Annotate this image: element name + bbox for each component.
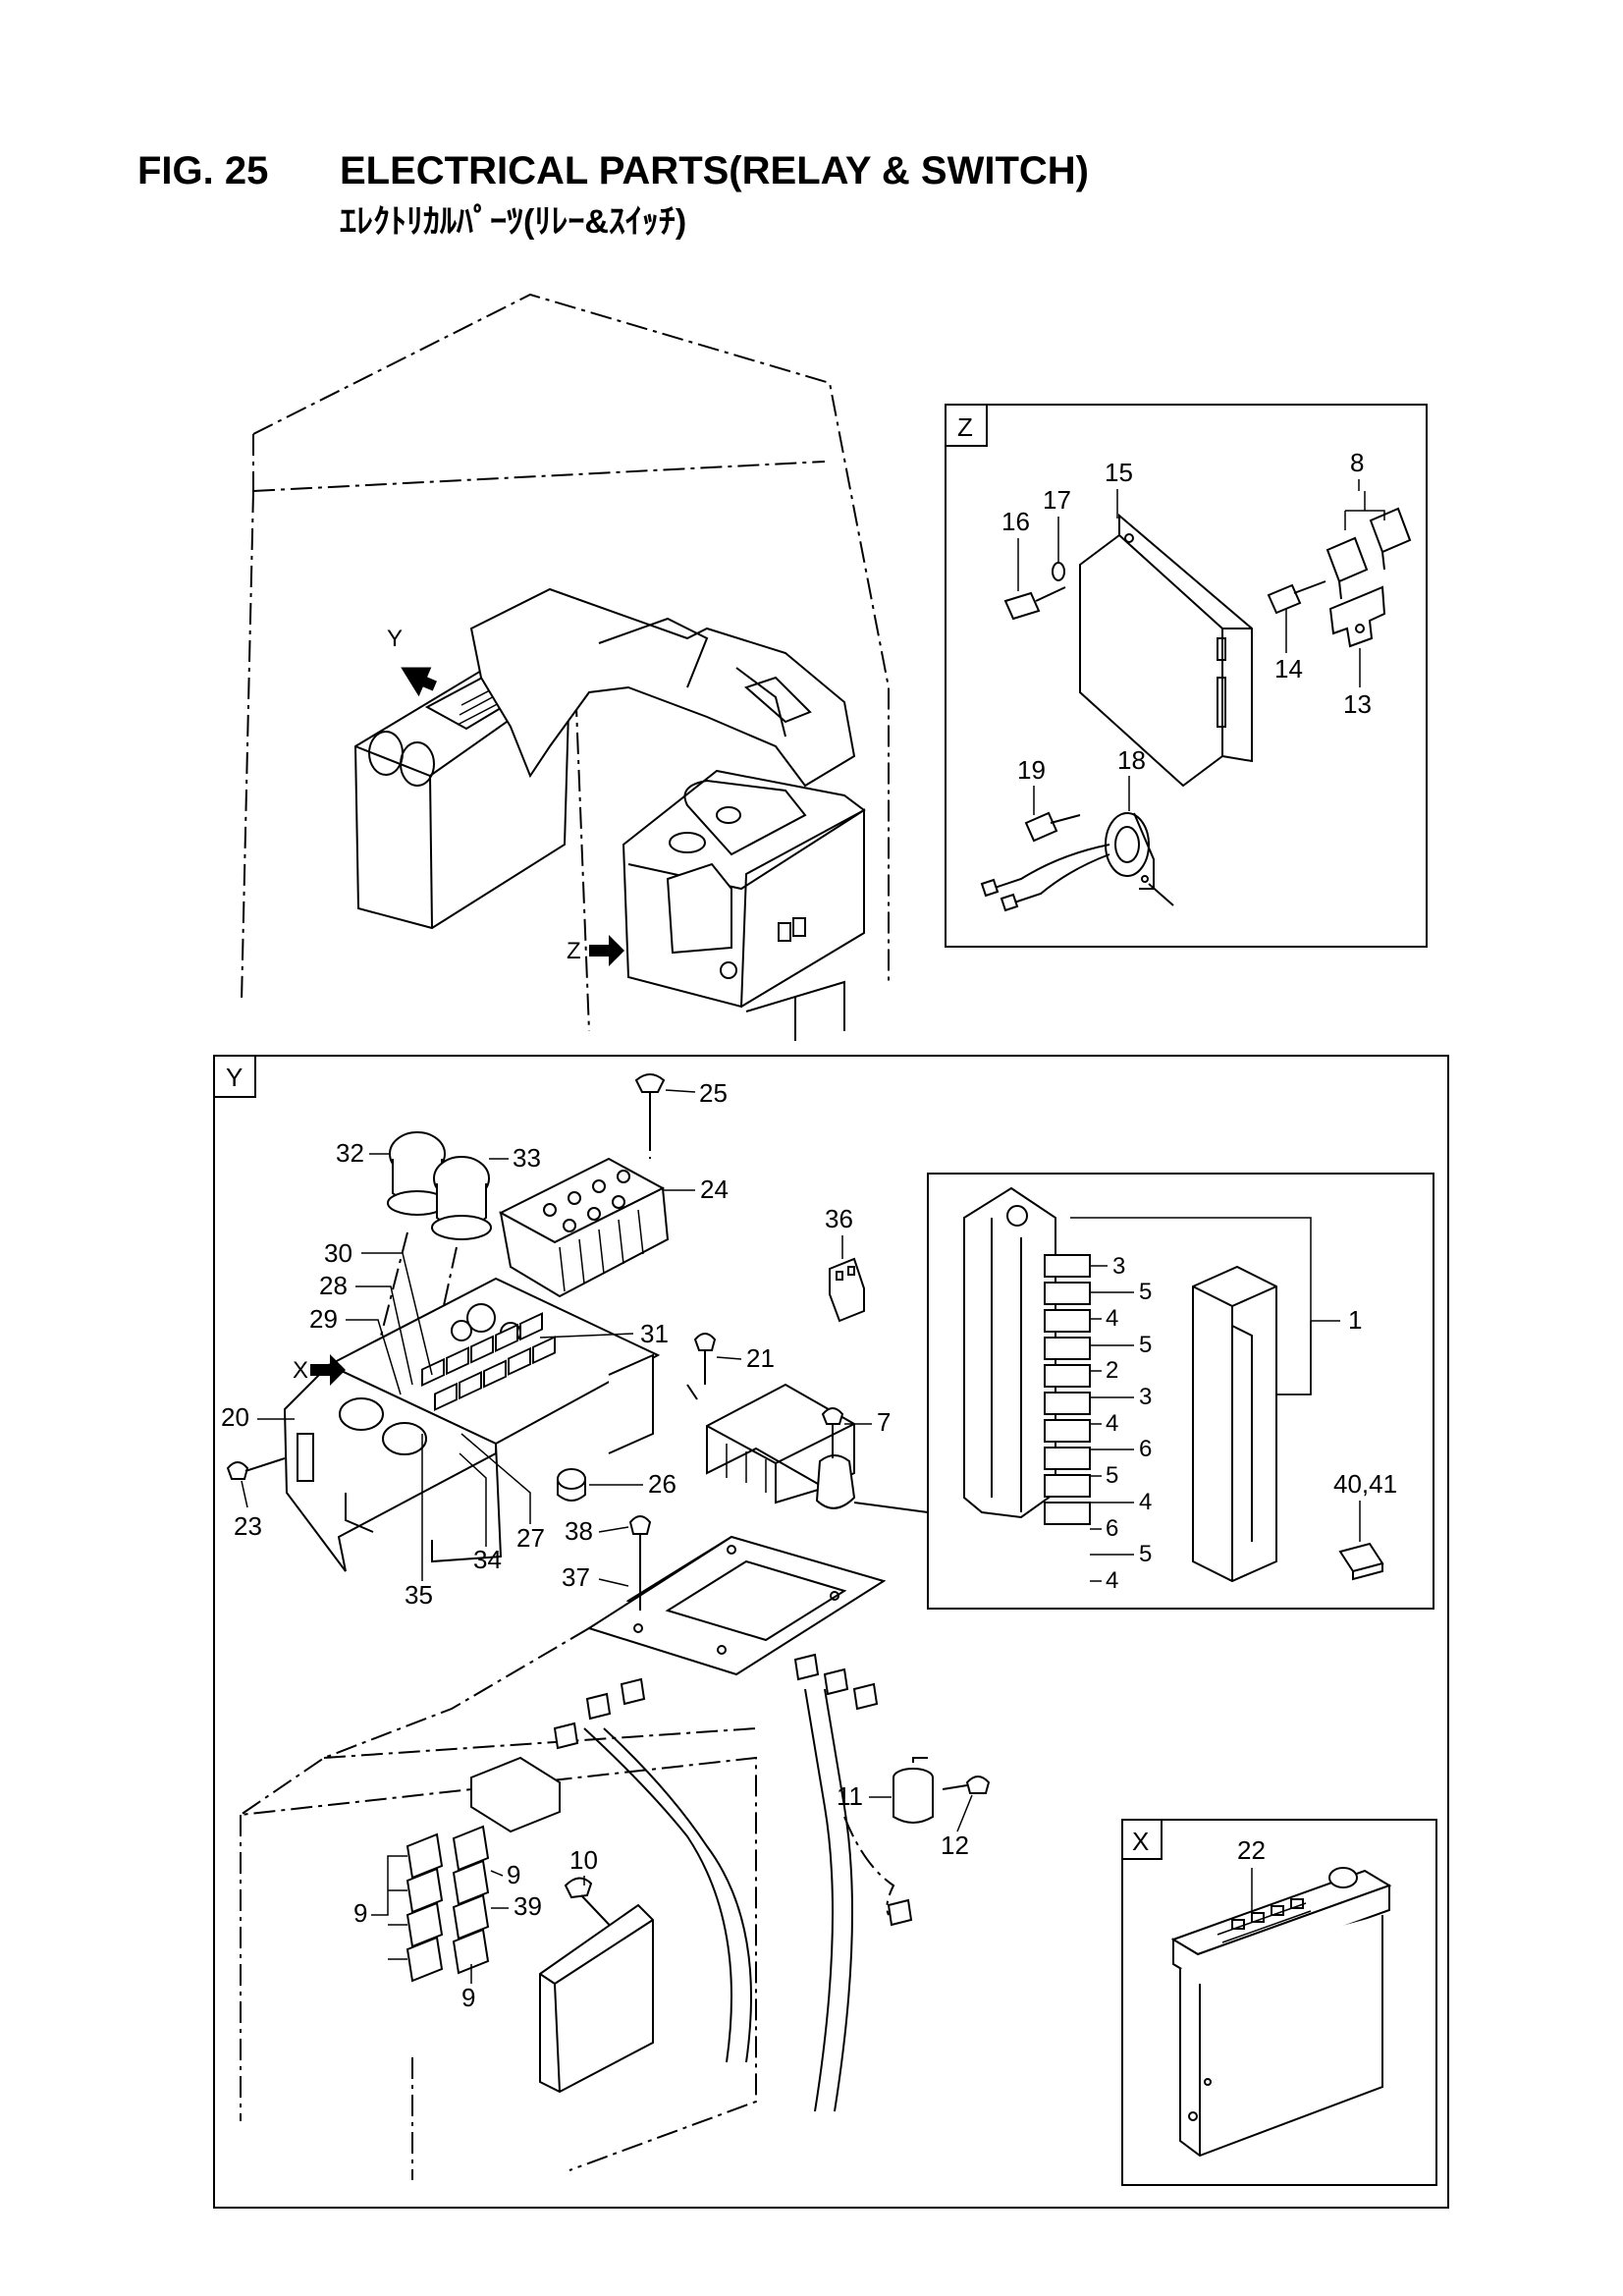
part-number-36: 36	[825, 1204, 853, 1233]
arrow-label-z: Z	[567, 938, 581, 964]
part-number-34: 34	[473, 1545, 502, 1574]
part-number-31: 31	[640, 1319, 669, 1348]
part-number-17: 17	[1043, 485, 1071, 515]
relay-switch-grid	[421, 1312, 556, 1411]
view-x-frame	[1121, 1819, 1437, 2186]
fuse-row	[1044, 1254, 1091, 1525]
view-z-frame	[945, 404, 1428, 948]
figure-title: ELECTRICAL PARTS(RELAY & SWITCH)	[340, 149, 1089, 192]
part-number-5: 5	[1106, 1462, 1118, 1489]
part-number-14: 14	[1274, 654, 1303, 683]
part-number-5: 5	[1139, 1332, 1152, 1358]
part-number-1: 1	[1348, 1305, 1362, 1335]
part-number-12: 12	[941, 1831, 969, 1860]
part-number-15: 15	[1105, 458, 1133, 487]
cab-overview: Y Z	[241, 293, 890, 1041]
part-number-4: 4	[1139, 1489, 1152, 1515]
part-number-35: 35	[405, 1580, 433, 1610]
part-number-2: 2	[1106, 1357, 1118, 1384]
part-number-5: 5	[1139, 1541, 1152, 1567]
part-number-9: 9	[507, 1860, 520, 1889]
view-y: Y	[213, 1055, 1449, 2209]
part-number-3: 3	[1139, 1384, 1152, 1410]
part-number-37: 37	[562, 1562, 590, 1592]
part-number-29: 29	[309, 1304, 338, 1334]
part-number-22: 22	[1237, 1835, 1266, 1865]
part-number-33: 33	[513, 1143, 541, 1173]
part-number-8: 8	[1350, 448, 1364, 477]
part-number-13: 13	[1343, 689, 1372, 719]
view-y-callouts: 25 32 33 24 36 30 28 29 31 21 20 7 23	[221, 1078, 973, 2012]
view-z: Z 15 16	[945, 404, 1428, 948]
part-number-39: 39	[514, 1891, 542, 1921]
part-number-28: 28	[319, 1271, 348, 1300]
view-z-label: Z	[957, 412, 973, 442]
part-number-3: 3	[1112, 1253, 1125, 1280]
part-number-27: 27	[516, 1523, 545, 1553]
part-number-32: 32	[336, 1138, 364, 1168]
part-number-6: 6	[1106, 1515, 1118, 1542]
figure-number: FIG. 25	[137, 149, 269, 192]
figure-title-japanese: ｴﾚｸﾄﾘｶﾙﾊﾟｰﾂ(ﾘﾚｰ&ｽｲｯﾁ)	[340, 203, 687, 241]
part-number-10: 10	[569, 1845, 598, 1875]
relay-bank	[406, 1825, 490, 1983]
part-number-11: 11	[837, 1781, 863, 1811]
part-number-4: 4	[1106, 1410, 1118, 1437]
part-number-24: 24	[700, 1175, 729, 1204]
part-number-19: 19	[1017, 755, 1046, 785]
view-y-label: Y	[226, 1063, 243, 1092]
part-number-7: 7	[877, 1407, 891, 1437]
part-number-25: 25	[699, 1078, 728, 1108]
part-number-9: 9	[461, 1983, 475, 2012]
part-number-6: 6	[1139, 1436, 1152, 1462]
view-y-frame	[213, 1055, 1449, 2209]
part-number-23: 23	[234, 1511, 262, 1541]
part-number-16: 16	[1001, 507, 1030, 536]
part-number-21: 21	[746, 1343, 775, 1373]
part-number-18: 18	[1117, 745, 1146, 775]
arrow-label-x: X	[293, 1357, 308, 1384]
part-number-20: 20	[221, 1402, 249, 1432]
view-z-callouts: 15 16 17 8 14 13 19 18	[1001, 448, 1372, 815]
part-number-40-41: 40,41	[1333, 1469, 1397, 1499]
part-number-4: 4	[1106, 1567, 1118, 1594]
fuse-box-inset	[927, 1173, 1434, 1610]
part-number-26: 26	[648, 1469, 676, 1499]
part-number-9: 9	[353, 1898, 367, 1928]
view-x-label: X	[1132, 1827, 1149, 1856]
part-number-38: 38	[565, 1516, 593, 1546]
part-number-5: 5	[1139, 1279, 1152, 1305]
part-number-4: 4	[1106, 1305, 1118, 1332]
part-number-30: 30	[324, 1238, 352, 1268]
fuse-box-callouts: 1 3 5 4 5 2 3 4 6 5 4 6 5 4 40,41	[1070, 1217, 1397, 1594]
arrow-label-y: Y	[387, 626, 403, 652]
view-x: X 22	[1121, 1819, 1437, 2186]
